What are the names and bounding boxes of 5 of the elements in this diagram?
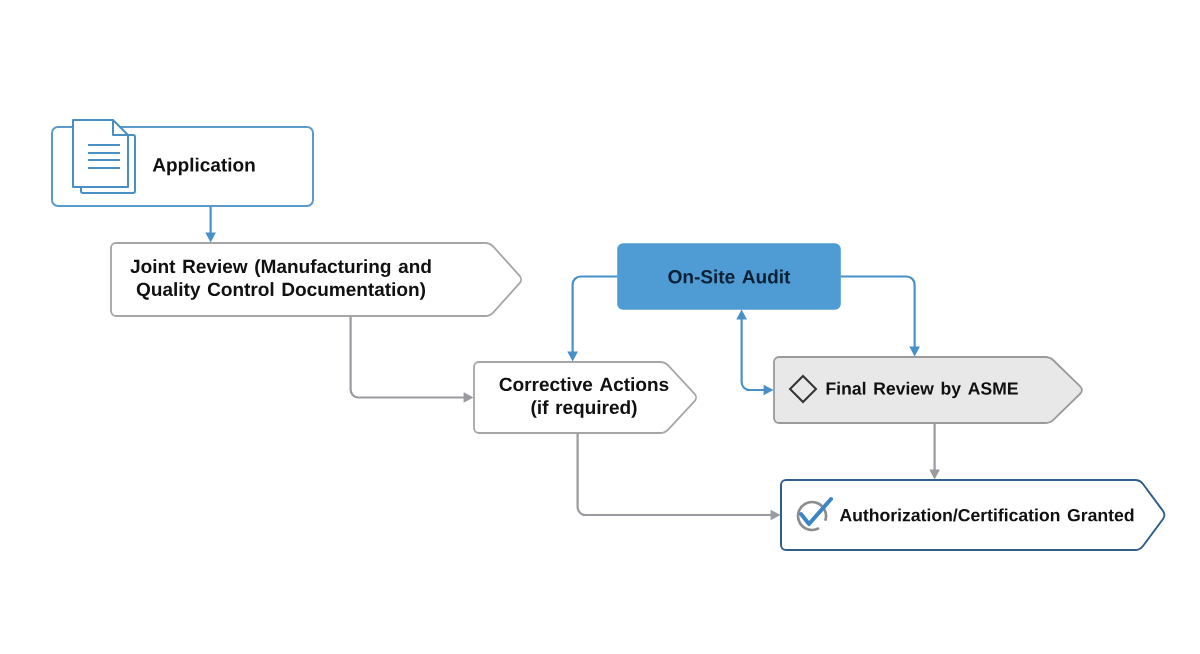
chevron-box: Joint Review (Manufacturing and Quality Control Documentation) [110, 242, 522, 317]
process-box: On-Site Audit [617, 243, 841, 310]
chevron-box: Corrective Actions (if required) [473, 361, 697, 434]
chevron-box: Final Review by ASME [773, 356, 1083, 424]
chevron-box: Authorization/Certification Granted [780, 479, 1166, 551]
